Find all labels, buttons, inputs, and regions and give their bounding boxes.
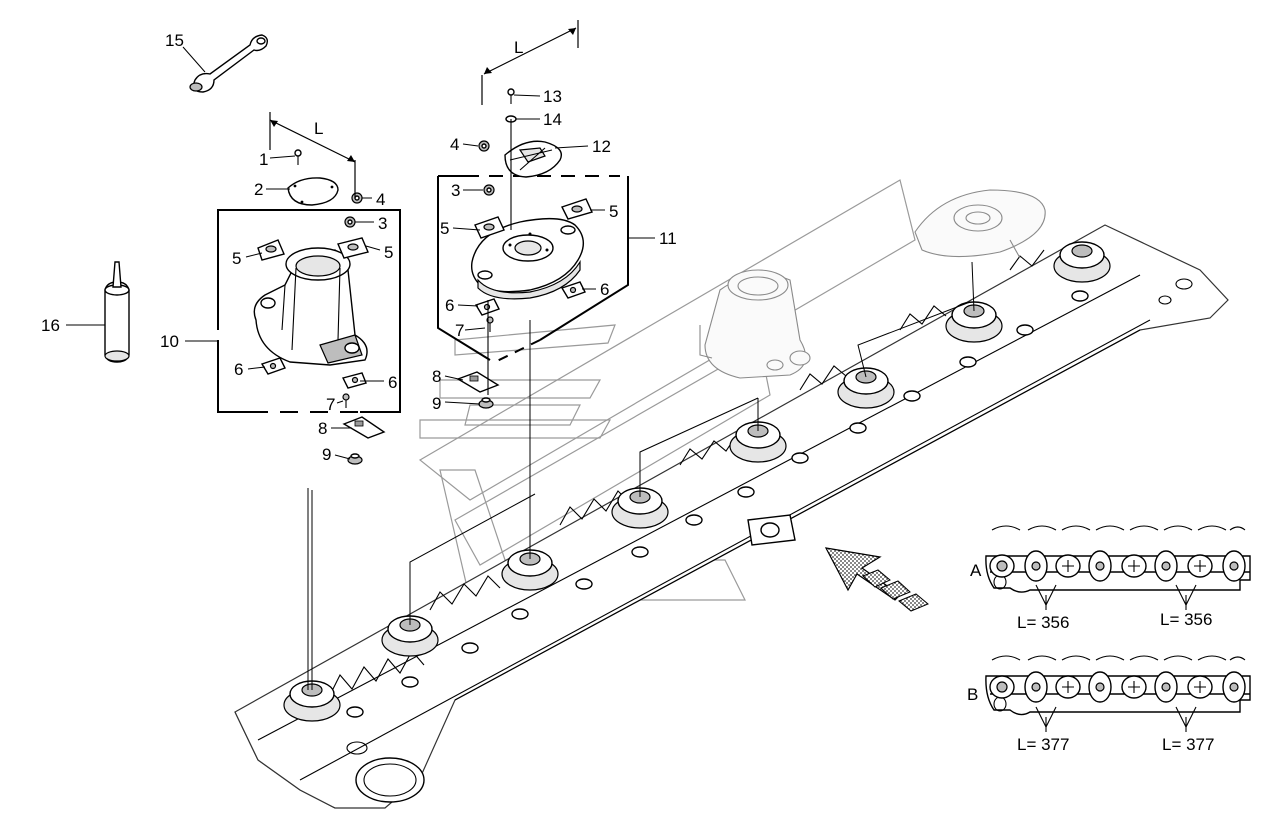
callout-6-right-b: 6 — [600, 280, 609, 299]
callout-5-left-b: 5 — [384, 243, 393, 262]
gear-housing-4 — [611, 487, 669, 529]
callout-4-right: 4 — [450, 135, 459, 154]
dimension-l-left: L — [314, 119, 323, 138]
callout-5-right-a: 5 — [440, 219, 449, 238]
callout-15: 15 — [165, 31, 184, 50]
callout-7-right: 7 — [455, 321, 464, 340]
callout-13: 13 — [543, 87, 562, 106]
layout-a-letter: A — [970, 561, 982, 580]
callout-8-left: 8 — [318, 419, 327, 438]
layout-b-length-left: L= 377 — [1017, 735, 1069, 754]
drum-assembly-left — [217, 112, 401, 465]
sealant-tube-icon — [104, 261, 130, 363]
layout-schematic-b — [985, 655, 1251, 732]
layout-a-length-right: L= 356 — [1160, 610, 1212, 629]
gear-housing-3 — [501, 549, 559, 591]
layout-b-letter: B — [967, 685, 978, 704]
callout-6-left-b: 6 — [388, 373, 397, 392]
cutter-bar — [234, 224, 1229, 809]
dimension-l-right: L — [514, 38, 523, 57]
callout-2: 2 — [254, 180, 263, 199]
gear-housing-8 — [1053, 241, 1111, 283]
assembly-leader-lines — [307, 261, 975, 690]
gear-housing-2 — [381, 615, 439, 657]
layout-a-length-left: L= 356 — [1017, 613, 1069, 632]
callout-12: 12 — [592, 137, 611, 156]
callout-3-right: 3 — [451, 181, 460, 200]
callout-9-left: 9 — [322, 445, 331, 464]
callout-leaders — [66, 46, 655, 460]
callout-5-left-a: 5 — [232, 249, 241, 268]
callout-6-right-a: 6 — [445, 296, 454, 315]
cutting-disc-outline — [914, 189, 1046, 259]
disc-assembly-right — [437, 20, 629, 409]
callout-7-left: 7 — [326, 395, 335, 414]
gear-housing-6 — [837, 367, 895, 409]
callout-11: 11 — [659, 229, 677, 248]
callout-3-left: 3 — [378, 214, 387, 233]
callout-4-left: 4 — [376, 190, 385, 209]
callout-labels: 1 2 4 3 5 5 6 6 7 8 9 10 15 16 4 3 5 5 6… — [41, 31, 1214, 754]
callout-8-right: 8 — [432, 367, 441, 386]
callout-16: 16 — [41, 316, 60, 335]
flow-direction-arrow-icon — [824, 547, 929, 612]
gear-housing-7 — [945, 301, 1003, 343]
wrench-icon — [189, 34, 269, 93]
layout-schematic-a — [985, 525, 1251, 610]
callout-9-right: 9 — [432, 394, 441, 413]
callout-5-right-b: 5 — [609, 202, 618, 221]
callout-6-left-a: 6 — [234, 360, 243, 379]
callout-1: 1 — [259, 150, 268, 169]
callout-14: 14 — [543, 110, 562, 129]
callout-10: 10 — [160, 332, 179, 351]
cutting-drum-outline — [699, 269, 811, 379]
layout-b-length-right: L= 377 — [1162, 735, 1214, 754]
